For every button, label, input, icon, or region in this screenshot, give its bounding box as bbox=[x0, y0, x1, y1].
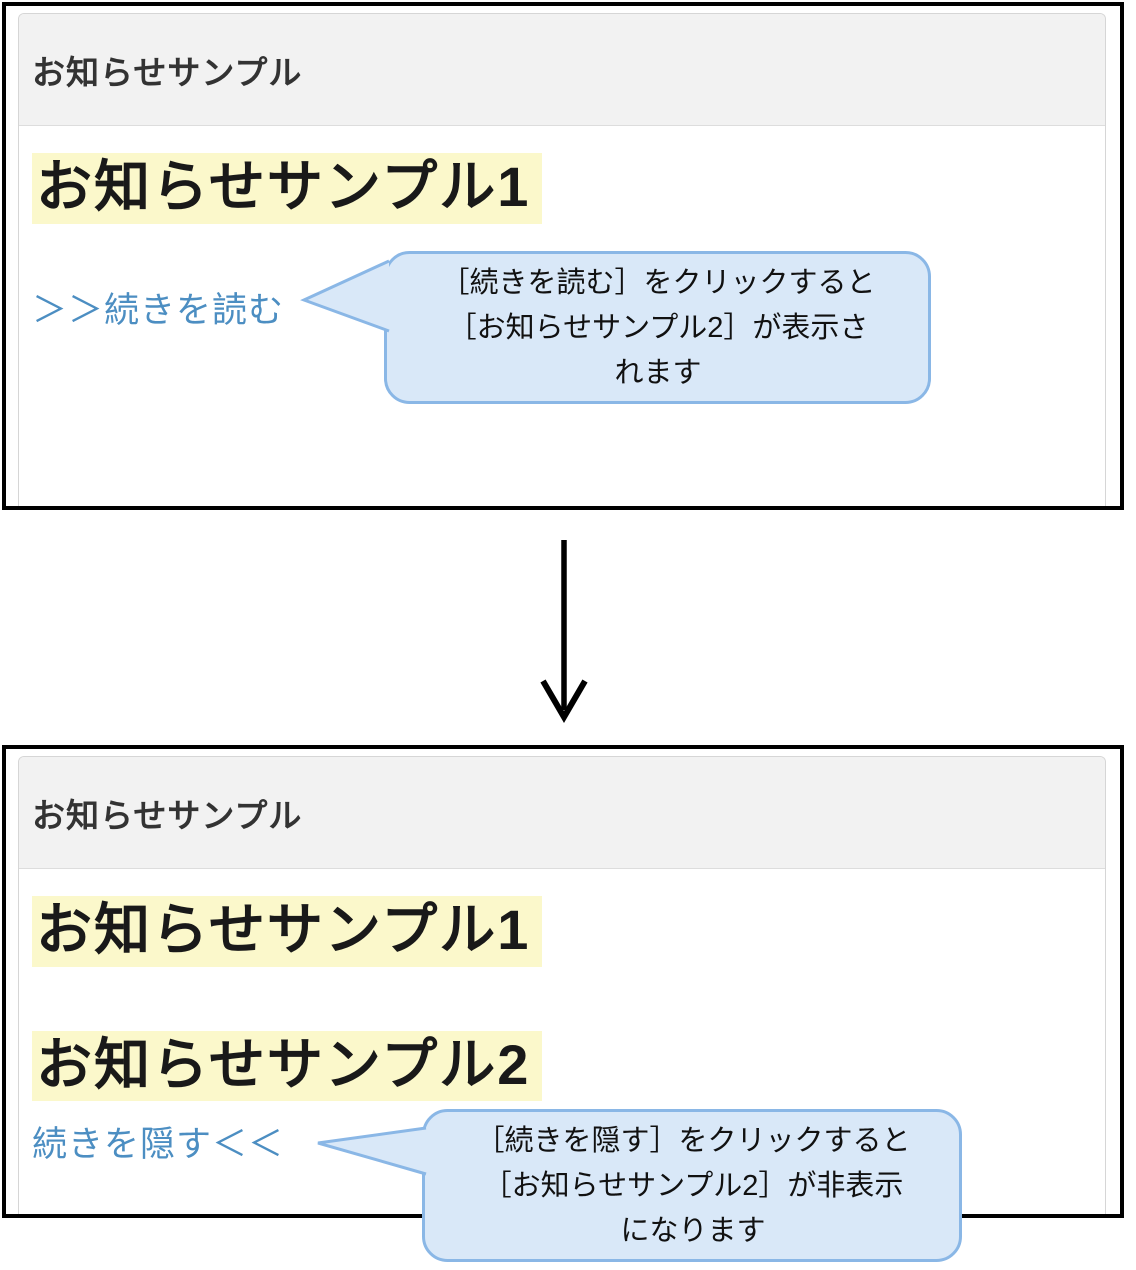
callout-bubble-read-more bbox=[300, 251, 931, 404]
callout-line: れます bbox=[614, 357, 702, 389]
notice-heading-2-text: お知らせサンプル2 bbox=[32, 1030, 543, 1102]
callout-line: ［お知らせサンプル2］が非表示 bbox=[482, 1170, 904, 1202]
hide-continuation-link[interactable]: 続きを隠す＜＜ bbox=[32, 1125, 285, 1165]
down-arrow-icon bbox=[540, 540, 588, 723]
callout-line: ［続きを読む］をクリックすると bbox=[440, 267, 876, 299]
notice-heading-1: お知らせサンプル1 bbox=[32, 896, 1092, 967]
notice-heading-1-text: お知らせサンプル1 bbox=[32, 153, 543, 224]
notice-heading-2: お知らせサンプル2 bbox=[32, 1030, 1092, 1102]
callout-text-read-more: ［続きを読む］をクリックすると ［お知らせサンプル2］が表示さ れます bbox=[393, 261, 923, 396]
notice-panel: お知らせサンプル お知らせサンプル1 ＞＞続きを読む bbox=[18, 13, 1106, 506]
notice-widget-before: お知らせサンプル お知らせサンプル1 ＞＞続きを読む bbox=[2, 2, 1124, 510]
read-more-link-row: ＞＞続きを読む bbox=[32, 282, 1092, 333]
notice-panel-title: お知らせサンプル bbox=[32, 53, 303, 91]
callout-bubble-body bbox=[422, 1109, 962, 1262]
callout-tail bbox=[300, 259, 390, 333]
notice-panel-title: お知らせサンプル bbox=[32, 796, 303, 834]
notice-panel-header: お知らせサンプル bbox=[19, 757, 1105, 869]
callout-line: になります bbox=[620, 1215, 766, 1247]
callout-text-hide: ［続きを隠す］をクリックすると ［お知らせサンプル2］が非表示 になります bbox=[431, 1119, 955, 1254]
notice-panel-body: お知らせサンプル1 ＞＞続きを読む bbox=[19, 126, 1105, 333]
read-more-link[interactable]: ＞＞続きを読む bbox=[32, 290, 285, 330]
callout-bubble-hide bbox=[317, 1109, 962, 1262]
callout-tail bbox=[317, 1126, 427, 1176]
notice-panel-body: お知らせサンプル1 お知らせサンプル2 続きを隠す＜＜ bbox=[19, 869, 1105, 1167]
callout-line: ［続きを隠す］をクリックすると bbox=[475, 1125, 911, 1157]
hide-link-row: 続きを隠す＜＜ bbox=[32, 1116, 1092, 1167]
notice-heading-1-text: お知らせサンプル1 bbox=[32, 896, 543, 967]
notice-panel-header: お知らせサンプル bbox=[19, 14, 1105, 126]
notice-heading-1: お知らせサンプル1 bbox=[32, 153, 1092, 224]
callout-line: ［お知らせサンプル2］が表示さ bbox=[447, 312, 869, 344]
